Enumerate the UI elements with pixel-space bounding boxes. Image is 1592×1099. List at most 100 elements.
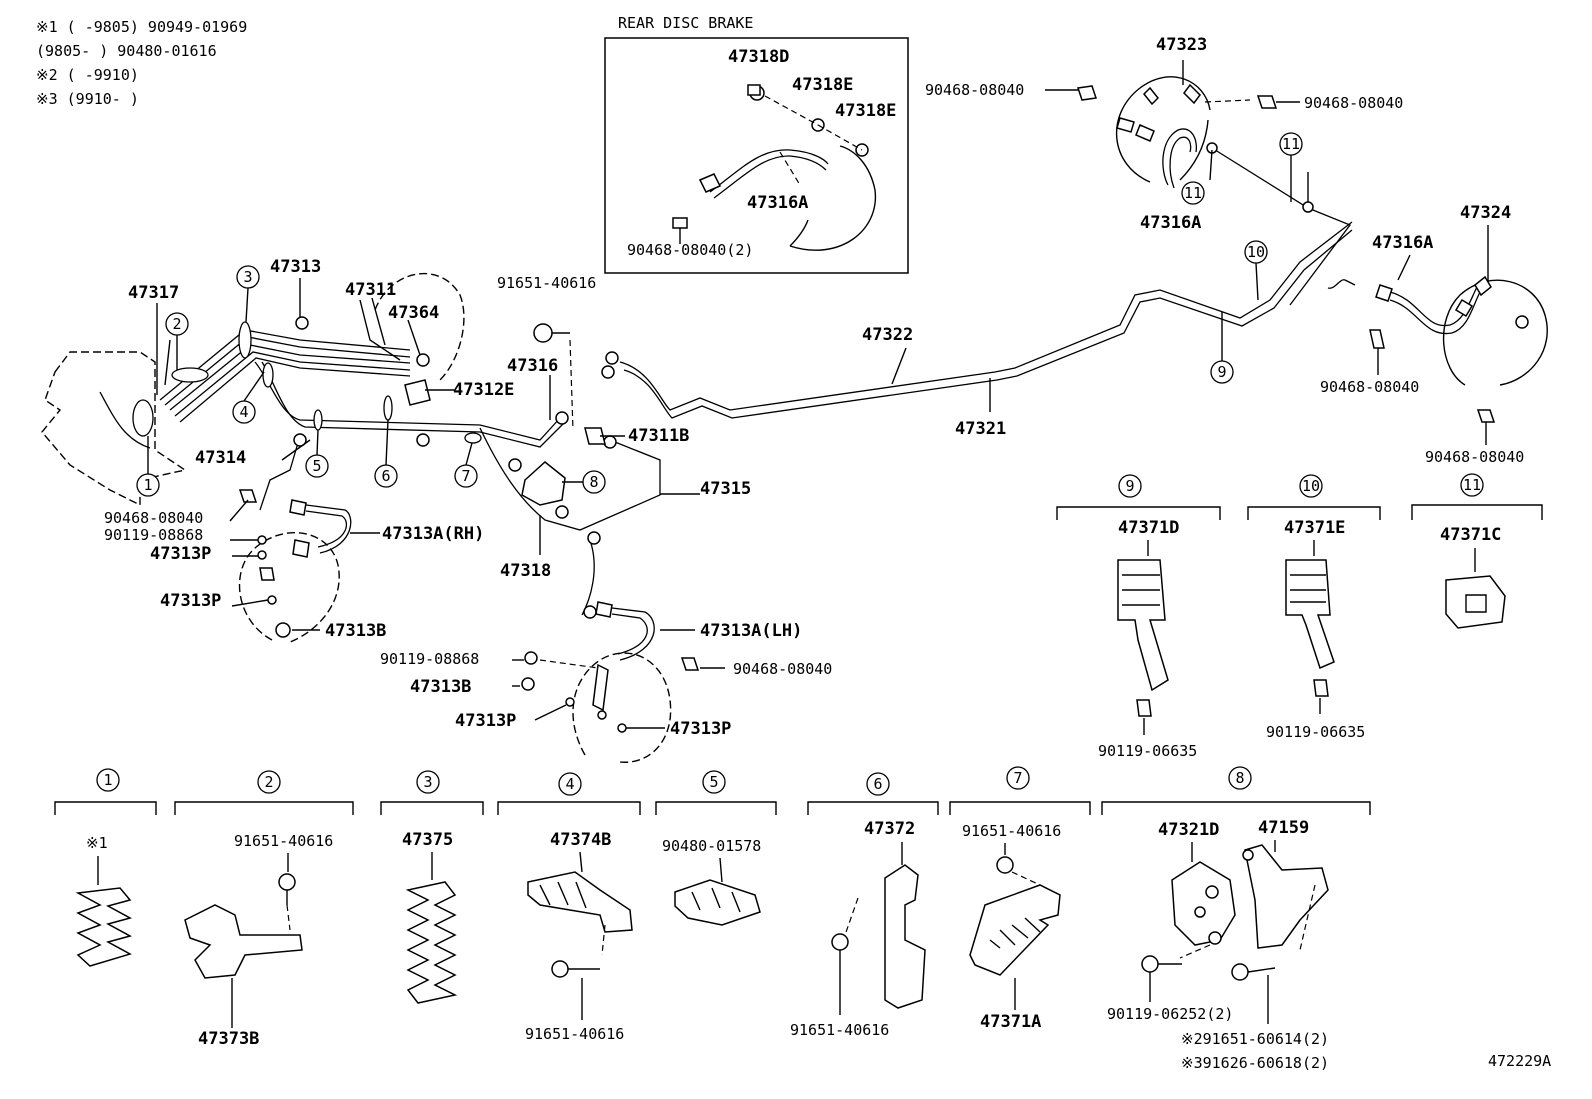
label-90468-top-right: 90468-08040 bbox=[1304, 94, 1403, 112]
svg-text:4: 4 bbox=[239, 403, 248, 421]
label-91651-g4: 91651-40616 bbox=[525, 1025, 624, 1043]
callouts-diagram: 1 2 3 4 5 6 7 8 9 10 11 11 bbox=[136, 132, 1303, 497]
far-right-brake: 47324 47316A 90468-08040 90468-08040 bbox=[1320, 203, 1548, 466]
label-47321D: 47321D bbox=[1158, 820, 1219, 840]
callout-1: 1 bbox=[136, 473, 160, 497]
svg-text:1: 1 bbox=[143, 476, 152, 494]
label-47371D: 47371D bbox=[1118, 518, 1179, 538]
diagram-id: 472229A bbox=[1488, 1052, 1551, 1070]
label-90468-box: 90468-08040(2) bbox=[627, 241, 753, 259]
label-47316A-top: 47316A bbox=[1140, 213, 1201, 233]
label-47371E: 47371E bbox=[1284, 518, 1345, 538]
svg-text:3: 3 bbox=[243, 268, 252, 286]
label-47323: 47323 bbox=[1156, 35, 1207, 55]
label-47375: 47375 bbox=[402, 830, 453, 850]
svg-text:10: 10 bbox=[1302, 477, 1320, 495]
label-47313A-RH: 47313A(RH) bbox=[382, 524, 484, 544]
label-47313: 47313 bbox=[270, 257, 321, 277]
label-47322: 47322 bbox=[862, 325, 913, 345]
label-47313B-2: 47313B bbox=[410, 677, 471, 697]
svg-text:1: 1 bbox=[103, 771, 112, 789]
label-91651-g7: 91651-40616 bbox=[962, 822, 1061, 840]
label-47313A-LH: 47313A(LH) bbox=[700, 621, 802, 641]
label-47318E-a: 47318E bbox=[792, 75, 853, 95]
label-90468-center: 90468-08040 bbox=[733, 660, 832, 678]
label-47316: 47316 bbox=[507, 356, 558, 376]
label-90119-06252: 90119-06252(2) bbox=[1107, 1005, 1233, 1023]
label-47313P-3: 47313P bbox=[455, 711, 516, 731]
label-47316A-box: 47316A bbox=[747, 193, 808, 213]
detail-group-10: 10 47371E 90119-06635 bbox=[1247, 474, 1381, 741]
label-90468-top-left: 90468-08040 bbox=[925, 81, 1024, 99]
rear-box-title: REAR DISC BRAKE bbox=[618, 14, 753, 32]
label-91651-g2: 91651-40616 bbox=[234, 832, 333, 850]
callout-11-b: 11 bbox=[1279, 132, 1303, 156]
svg-text:4: 4 bbox=[565, 775, 574, 793]
detail-group-9: 9 47371D 90119-06635 bbox=[1056, 474, 1221, 760]
label-47371C: 47371C bbox=[1440, 525, 1501, 545]
svg-text:6: 6 bbox=[381, 467, 390, 485]
label-47313P-2: 47313P bbox=[160, 591, 221, 611]
svg-text:11: 11 bbox=[1463, 476, 1481, 494]
label-47314: 47314 bbox=[195, 448, 246, 468]
svg-text:11: 11 bbox=[1184, 184, 1202, 202]
svg-text:11: 11 bbox=[1282, 135, 1300, 153]
label-47373B: 47373B bbox=[198, 1029, 259, 1049]
svg-text:8: 8 bbox=[1235, 769, 1244, 787]
detail-group-6: 6 47372 91651-40616 bbox=[790, 772, 939, 1039]
label-90468-r2: 90468-08040 bbox=[1425, 448, 1524, 466]
label-47315: 47315 bbox=[700, 479, 751, 499]
rear-right-assembly: 47323 90468-08040 90468-08040 47316A bbox=[925, 35, 1403, 306]
label-47374B: 47374B bbox=[550, 830, 611, 850]
note-4: ※3 (9910- ) bbox=[36, 90, 139, 108]
detail-group-4: 4 47374B 91651-40616 bbox=[497, 772, 641, 1043]
svg-text:2: 2 bbox=[264, 773, 273, 791]
label-47313B-1: 47313B bbox=[325, 621, 386, 641]
label-90119-center: 90119-08868 bbox=[380, 650, 479, 668]
label-47313P-1: 47313P bbox=[150, 544, 211, 564]
svg-text:9: 9 bbox=[1217, 363, 1226, 381]
callout-3: 3 bbox=[236, 265, 260, 289]
svg-text:5: 5 bbox=[312, 457, 321, 475]
main-tubes: 47322 47321 bbox=[619, 221, 1353, 439]
label-90468-r1: 90468-08040 bbox=[1320, 378, 1419, 396]
callout-10: 10 bbox=[1244, 240, 1268, 264]
detail-group-2: 2 91651-40616 47373B bbox=[174, 770, 354, 1049]
label-47371A: 47371A bbox=[980, 1012, 1041, 1032]
svg-text:5: 5 bbox=[709, 773, 718, 791]
svg-text:8: 8 bbox=[589, 473, 598, 491]
callout-11-a: 11 bbox=[1181, 181, 1205, 205]
label-90119-06635-a: 90119-06635 bbox=[1098, 742, 1197, 760]
callout-7: 7 bbox=[454, 464, 478, 488]
label-47313P-4: 47313P bbox=[670, 719, 731, 739]
label-47372: 47372 bbox=[864, 819, 915, 839]
label-90119-left: 90119-08868 bbox=[104, 526, 203, 544]
label-47311: 47311 bbox=[345, 280, 396, 300]
label-91651-top: 91651-40616 bbox=[497, 274, 596, 292]
note-1: ※1 ( -9805) 90949-01969 bbox=[36, 18, 247, 36]
svg-text:7: 7 bbox=[461, 467, 470, 485]
notes: ※1 ( -9805) 90949-01969 (9805- ) 90480-0… bbox=[36, 18, 247, 108]
label-47321: 47321 bbox=[955, 419, 1006, 439]
callout-4: 4 bbox=[232, 400, 256, 424]
detail-group-11: 11 47371C bbox=[1411, 473, 1543, 629]
label-47311B: 47311B bbox=[628, 426, 689, 446]
callout-9: 9 bbox=[1210, 360, 1234, 384]
svg-text:6: 6 bbox=[873, 775, 882, 793]
label-90119-06635-b: 90119-06635 bbox=[1266, 723, 1365, 741]
label-91626-60618: ※391626-60618(2) bbox=[1181, 1054, 1329, 1072]
callout-8: 8 bbox=[582, 470, 606, 494]
label-47159: 47159 bbox=[1258, 818, 1309, 838]
detail-group-8: 8 47321D 47159 90119-06252(2) ※291651-60… bbox=[1101, 766, 1371, 1072]
svg-text:3: 3 bbox=[423, 773, 432, 791]
detail-group-7: 7 91651-40616 47371A bbox=[949, 766, 1091, 1032]
label-47312E: 47312E bbox=[453, 380, 514, 400]
svg-text:2: 2 bbox=[172, 315, 181, 333]
svg-text:9: 9 bbox=[1125, 477, 1134, 495]
detail-group-3: 3 47375 bbox=[380, 770, 484, 1004]
callout-5: 5 bbox=[305, 454, 329, 478]
callout-2: 2 bbox=[165, 312, 189, 336]
note-2: (9805- ) 90480-01616 bbox=[36, 42, 217, 60]
detail-group-1: 1 ※1 bbox=[54, 768, 157, 967]
svg-text:7: 7 bbox=[1013, 769, 1022, 787]
